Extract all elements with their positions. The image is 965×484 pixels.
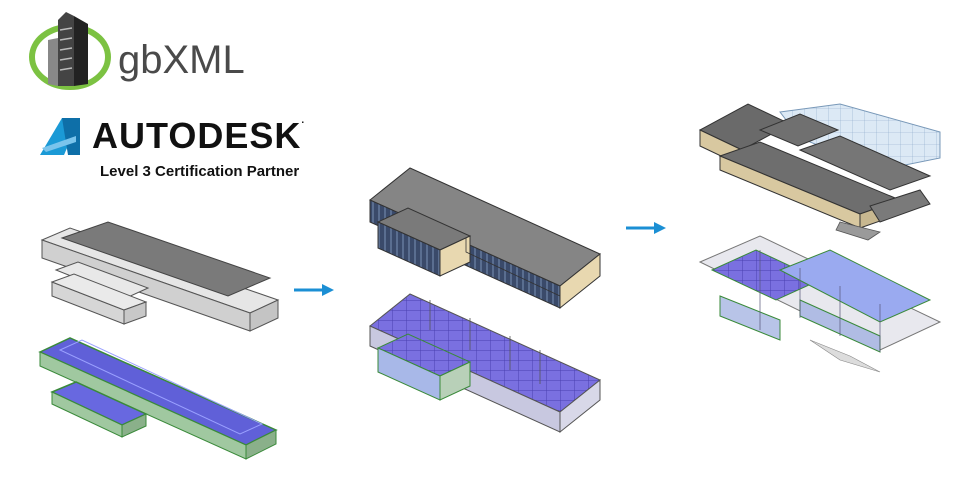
- autodesk-wordmark: AUTODESK.: [92, 115, 305, 157]
- detailed-building-model: [698, 103, 941, 241]
- revit-building-model: [369, 167, 601, 310]
- gbxml-wordmark: gbXML: [118, 38, 245, 82]
- gbxml-logo-icon: [29, 12, 111, 90]
- autodesk-name: AUTODESK: [92, 115, 302, 156]
- arrow-right-icon: [294, 284, 334, 296]
- energy-model-simple: [38, 337, 278, 460]
- autodesk-mark: .: [301, 115, 306, 126]
- arrow-right-icon: [626, 222, 666, 234]
- mass-model-outline: [40, 221, 280, 332]
- certification-caption: Level 3 Certification Partner: [100, 163, 300, 180]
- detailed-space-model: [698, 235, 942, 373]
- autodesk-logo-icon: [40, 118, 80, 155]
- space-analytical-model: [369, 293, 601, 434]
